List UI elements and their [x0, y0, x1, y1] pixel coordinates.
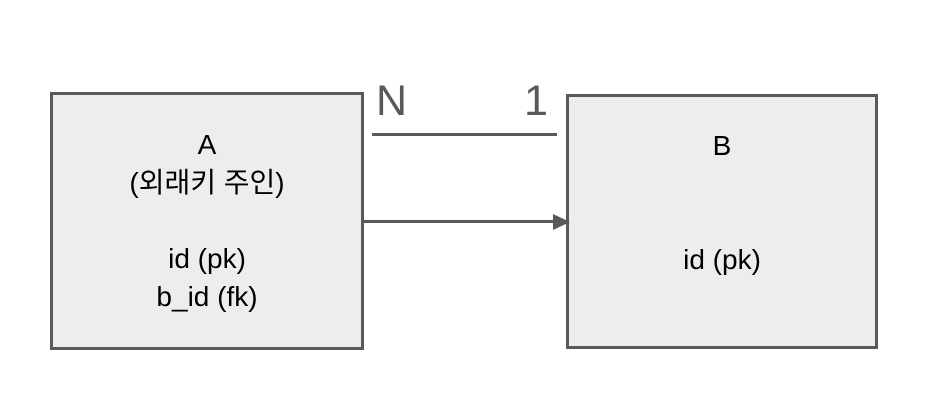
entity-b-spacer-1	[722, 165, 723, 203]
entity-a-subtitle: (외래키 주인)	[129, 167, 285, 198]
entity-a-field-b-id: b_id (fk)	[156, 281, 258, 312]
entity-b-title: B	[712, 129, 732, 161]
entity-a-title: A	[197, 129, 217, 160]
entity-b-spacer-2	[722, 203, 723, 241]
entity-b-field-id: id (pk)	[683, 243, 761, 275]
fk-arrow-line	[364, 220, 556, 223]
entity-a-field-id: id (pk)	[168, 243, 246, 274]
relationship-line	[372, 133, 557, 136]
fk-arrow-head-icon	[553, 214, 570, 230]
cardinality-one-label: 1	[524, 77, 548, 125]
entity-a-spacer	[207, 202, 208, 240]
cardinality-n-label: N	[376, 77, 408, 125]
entity-a-box: A (외래키 주인) id (pk) b_id (fk)	[50, 92, 364, 350]
entity-b-box: B id (pk)	[566, 94, 878, 349]
entity-b-spacer-3	[722, 279, 723, 317]
